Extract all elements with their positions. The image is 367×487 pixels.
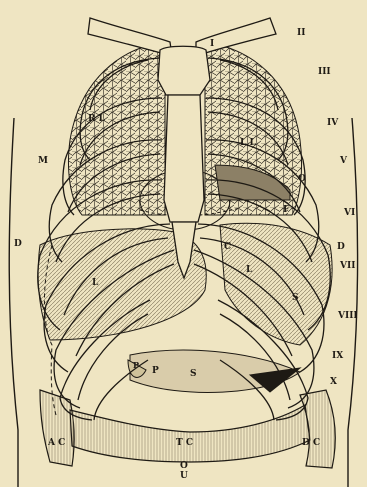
- label-ii: II: [297, 28, 305, 38]
- label-o-small: O: [298, 174, 306, 184]
- label-v: V: [339, 156, 348, 166]
- label-d-right: D: [14, 239, 22, 249]
- label-stomach: S: [190, 369, 197, 379]
- label-m: M: [38, 156, 48, 166]
- label-vii: VII: [339, 261, 355, 271]
- label-ac: A C: [47, 438, 65, 448]
- label-o: O: [180, 461, 188, 471]
- label-u: U: [180, 471, 188, 481]
- label-liver: L: [92, 278, 99, 288]
- label-c: C: [224, 242, 231, 252]
- label-f: F: [283, 205, 290, 215]
- colon: [40, 390, 335, 468]
- label-i: I: [210, 39, 214, 49]
- label-vi: VI: [343, 208, 355, 218]
- label-d-left: D: [337, 242, 345, 252]
- label-right-lung: R L: [88, 114, 106, 124]
- label-ix: IX: [332, 351, 343, 361]
- label-left-lung: L L: [240, 138, 256, 148]
- label-tc: T C: [176, 438, 193, 448]
- label-l-left: L: [246, 265, 253, 275]
- label-iv: IV: [327, 118, 339, 128]
- label-p-large: P: [152, 366, 159, 376]
- label-p-small: P: [133, 360, 139, 370]
- label-iii: III: [318, 67, 331, 77]
- label-x: X: [330, 377, 337, 387]
- label-viii: VIII: [337, 311, 358, 321]
- label-dc: D C: [302, 438, 320, 448]
- label-spleen: S: [292, 293, 299, 303]
